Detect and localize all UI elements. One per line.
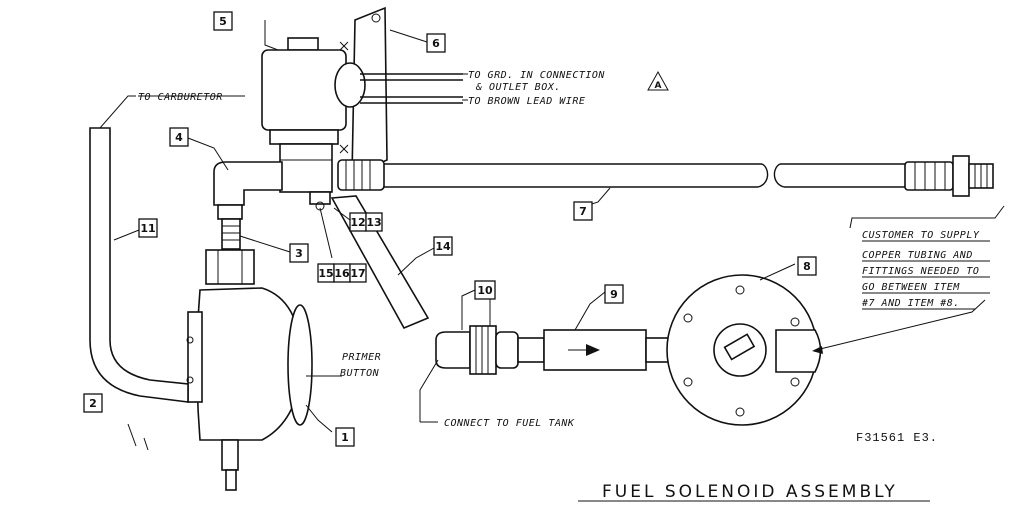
primer-note-line1: PRIMER <box>342 352 381 363</box>
solenoid-body <box>261 37 366 193</box>
fuel-tank-cap <box>666 274 822 426</box>
item-3-label: 3 <box>295 247 303 260</box>
customer-note-line4: GO BETWEEN ITEM <box>862 282 960 293</box>
connect-fuel-tank-note: CONNECT TO FUEL TANK <box>444 418 575 429</box>
elbow-fitting <box>213 161 283 250</box>
customer-note-line2: COPPER TUBING AND <box>862 250 973 261</box>
carburetor-line <box>89 127 189 403</box>
item-15-label: 15 <box>318 267 333 280</box>
mounting-bracket <box>339 6 388 177</box>
to-carburetor-note: TO CARBURETOR <box>138 92 223 103</box>
tank-fitting <box>435 325 545 375</box>
fuel-line-tube <box>337 155 994 197</box>
item-9-label: 9 <box>610 288 618 301</box>
primer-note-line2: BUTTON <box>340 368 380 379</box>
drawing-title: FUEL SOLENOID ASSEMBLY <box>602 482 898 502</box>
fuel-pump <box>186 249 313 491</box>
item-13-label: 13 <box>366 216 381 229</box>
item-16-label: 16 <box>334 267 350 280</box>
drawing-code: F31561 E3. <box>856 431 938 445</box>
wire-leads <box>360 73 463 104</box>
item-14-label: 14 <box>435 240 451 253</box>
item-12-label: 12 <box>350 216 365 229</box>
item-callouts: 5 6 4 3 11 7 12 13 14 15 16 17 8 9 10 1 … <box>83 11 817 447</box>
ground-note-line1: TO GRD. IN CONNECTION <box>468 70 605 81</box>
customer-note-line1: CUSTOMER TO SUPPLY <box>862 230 980 241</box>
customer-note-line3: FITTINGS NEEDED TO <box>862 266 979 277</box>
brown-lead-note: TO BROWN LEAD WIRE <box>468 96 585 107</box>
drain-fittings <box>309 191 331 211</box>
item-8-label: 8 <box>803 260 811 273</box>
item-7-label: 7 <box>579 205 587 218</box>
item-1-label: 1 <box>341 431 349 444</box>
item-4-label: 4 <box>175 131 183 144</box>
item-10-label: 10 <box>477 284 493 297</box>
ground-note-line2: & OUTLET BOX. <box>475 82 561 93</box>
item-11-label: 11 <box>140 222 155 235</box>
item-17-label: 17 <box>350 267 365 280</box>
customer-note-line5: #7 AND ITEM #8. <box>861 298 960 309</box>
item-2-label: 2 <box>89 397 97 410</box>
revision-marker: A <box>647 70 669 91</box>
revision-letter: A <box>655 81 662 91</box>
item-5-label: 5 <box>219 15 227 28</box>
fuel-filter <box>543 329 669 371</box>
leader-lines <box>99 20 1005 451</box>
item-6-label: 6 <box>432 37 440 50</box>
